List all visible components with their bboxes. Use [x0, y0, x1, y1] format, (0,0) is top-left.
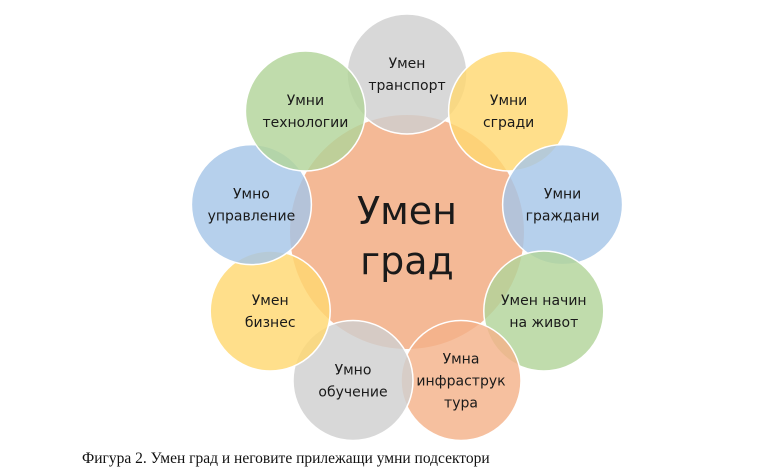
figure-caption: Фигура 2. Умен град и неговите прилежащи… — [82, 450, 490, 467]
circle-business — [209, 250, 331, 372]
circle-living — [483, 250, 605, 372]
subsector-circles — [190, 13, 624, 442]
circle-education — [292, 319, 414, 442]
circle-technologies — [244, 50, 367, 172]
circle-citizens — [501, 143, 624, 266]
center-circle-group — [290, 115, 524, 349]
center-circle — [290, 115, 524, 349]
circle-governance — [190, 143, 313, 266]
circle-buildings — [447, 50, 570, 172]
